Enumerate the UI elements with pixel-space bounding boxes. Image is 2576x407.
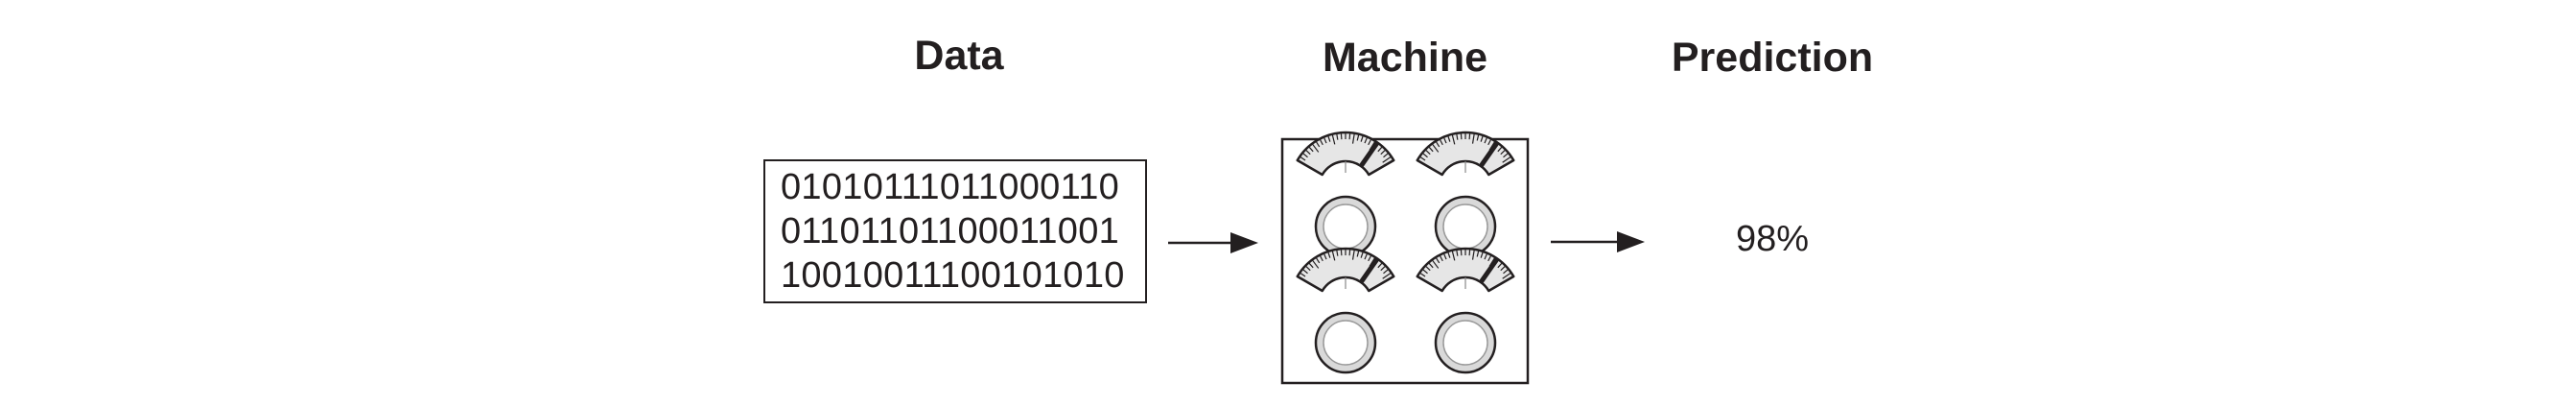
gauge-ticks: [1298, 250, 1393, 283]
binary-line-1: 01010111011000110: [781, 167, 1120, 207]
machine-heading: Machine: [1322, 35, 1488, 81]
binary-line-3: 10010011100101010: [781, 255, 1125, 296]
machine-unit-4: [1416, 247, 1515, 374]
arrow-machine-to-prediction: [1551, 231, 1645, 252]
machine-units: [1296, 131, 1515, 374]
binary-data-box: 01010111011000110 01101101100011001 1001…: [763, 159, 1147, 303]
prediction-heading: Prediction: [1671, 35, 1874, 81]
gauge-ticks: [1298, 133, 1393, 167]
knob-face: [1323, 320, 1369, 366]
arrow-data-to-machine: [1168, 232, 1258, 253]
knob-face: [1442, 204, 1488, 250]
knob-face: [1323, 204, 1369, 250]
binary-line-2: 01101101100011001: [781, 211, 1120, 251]
machine-unit-3: [1296, 247, 1395, 374]
knob-face: [1442, 320, 1488, 366]
gauge-needle: [1359, 141, 1379, 167]
gauge-needle: [1479, 141, 1499, 167]
gauge-needle: [1359, 257, 1379, 283]
gauge-needle: [1479, 257, 1499, 283]
prediction-value: 98%: [1735, 219, 1810, 259]
data-heading: Data: [914, 33, 1004, 79]
machine-unit-2: [1416, 131, 1515, 258]
